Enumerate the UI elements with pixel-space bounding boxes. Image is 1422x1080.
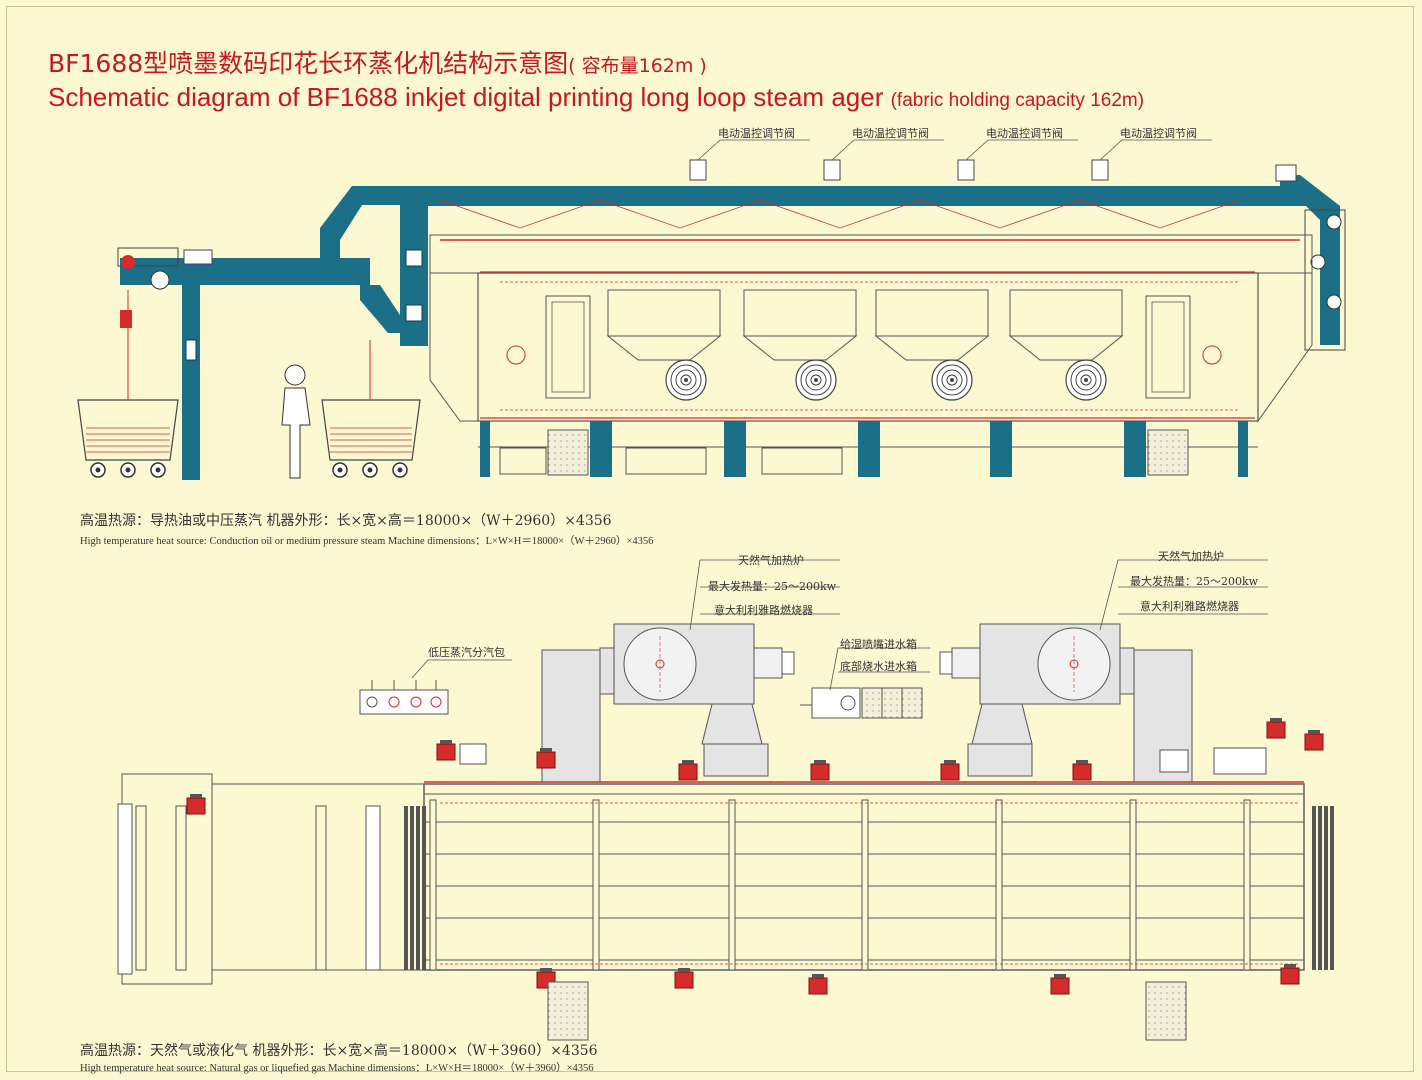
title-chinese: BF1688型喷墨数码印花长环蒸化机结构示意图( 容布量162m ) [48,44,707,80]
page-frame [6,6,1414,1072]
heater-unit-1 [606,289,722,401]
burner-left-brand: 意大利利雅路燃烧器 [714,604,813,617]
heater-unit-3 [874,289,990,401]
title-cn-capacity: ( 容布量162m ) [568,55,707,77]
top-spec-en: High temperature heat source: Conduction… [80,536,654,547]
burner-right-brand: 意大利利雅路燃烧器 [1140,600,1239,613]
rising-duct [320,186,436,285]
burner-left-name: 天然气加热炉 [738,554,804,567]
burner-right-power: 最大发热量：25～200kw [1130,575,1259,588]
top-machine [77,139,1346,480]
water-tank-group [800,687,923,719]
roller-stack-right [1312,806,1334,970]
operator-figure [281,364,311,479]
valve-label-3: 电动温控调节阀 [986,127,1063,140]
bottom-machine [117,559,1334,1041]
title-en-text: Schematic diagram of BF1688 inkjet digit… [48,82,884,112]
valve-label-2: 电动温控调节阀 [852,127,929,140]
burner-left-power: 最大发热量：25～200kw [708,580,837,593]
valve-label-4: 电动温控调节阀 [1120,127,1197,140]
title-en-capacity: (fabric holding capacity 162m) [890,90,1145,111]
water-tank-label-2: 底部烧水进水箱 [840,660,917,673]
valve-label-1: 电动温控调节阀 [718,127,795,140]
burner-right-name: 天然气加热炉 [1158,550,1224,563]
fabric-cart-right [321,340,421,478]
support-column [182,275,200,480]
fabric-cart-left [77,290,179,478]
heater-unit-4 [1008,289,1124,401]
burner-left [541,623,795,783]
steam-header [359,659,512,715]
top-beam [400,186,1310,206]
title-cn-text: BF1688型喷墨数码印花长环蒸化机结构示意图 [48,49,569,78]
steam-header-label: 低压蒸汽分汽包 [428,646,505,659]
entry-beam [120,258,370,285]
steam-chamber [477,272,1259,422]
water-tank-label-1: 给湿喷嘴进水箱 [840,638,917,651]
bottom-spec-cn: 高温热源：天然气或液化气 机器外形：长×宽×高＝18000×（W＋3960）×4… [80,1043,598,1059]
top-spec-cn: 高温热源：导热油或中压蒸汽 机器外形：长×宽×高＝18000×（W＋2960）×… [80,513,612,529]
bottom-spec-en: High temperature heat source: Natural ga… [80,1063,594,1074]
title-english: Schematic diagram of BF1688 inkjet digit… [48,82,1144,113]
heater-unit-2 [742,289,858,401]
burner-right [939,623,1193,783]
roller-stack-left [404,806,426,970]
